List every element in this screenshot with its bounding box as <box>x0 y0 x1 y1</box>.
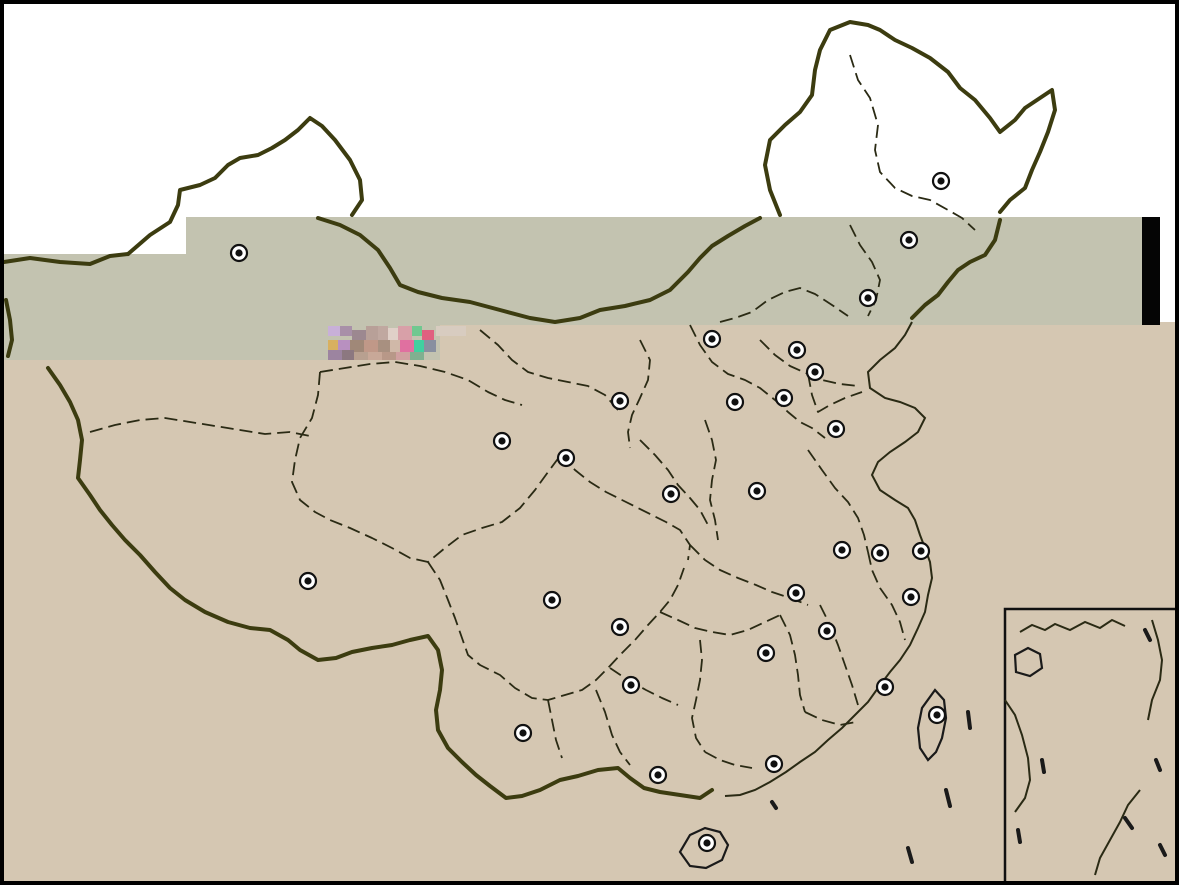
capital-marker <box>492 431 512 451</box>
capital-marker <box>621 675 641 695</box>
capital-marker <box>786 583 806 603</box>
offshore-islands <box>770 710 972 864</box>
capital-marker <box>229 243 249 263</box>
capital-marker <box>875 677 895 697</box>
capital-marker <box>556 448 576 468</box>
provincial-borders <box>89 54 976 769</box>
capital-marker <box>610 391 630 411</box>
national-borders <box>2 20 1057 800</box>
capital-marker <box>702 329 722 349</box>
inset-map <box>1003 607 1179 885</box>
land-area <box>4 360 1177 883</box>
capital-marker <box>832 540 852 560</box>
capital-markers <box>229 171 951 853</box>
grey-band <box>4 217 1142 360</box>
capital-marker <box>927 705 947 725</box>
capital-marker <box>747 481 767 501</box>
capital-marker <box>870 543 890 563</box>
capital-marker <box>787 340 807 360</box>
capital-marker <box>899 230 919 250</box>
capital-marker <box>513 723 533 743</box>
capital-marker <box>756 643 776 663</box>
hainan-island <box>678 826 730 870</box>
capital-marker <box>774 388 794 408</box>
capital-marker <box>931 171 951 191</box>
capital-marker <box>817 621 837 641</box>
capital-marker <box>298 571 318 591</box>
capital-marker <box>764 754 784 774</box>
capital-marker <box>805 362 825 382</box>
capital-marker <box>901 587 921 607</box>
capital-marker <box>542 590 562 610</box>
capital-marker <box>725 392 745 412</box>
land-area-east <box>440 322 1177 362</box>
capital-marker <box>661 484 681 504</box>
taiwan-island <box>916 688 948 762</box>
black-bar <box>1142 217 1160 325</box>
capital-marker <box>911 541 931 561</box>
capital-marker <box>648 765 668 785</box>
capital-marker <box>697 833 717 853</box>
glitch-artifact <box>328 326 466 360</box>
capital-marker <box>826 419 846 439</box>
capital-marker <box>858 288 878 308</box>
capital-marker <box>610 617 630 637</box>
